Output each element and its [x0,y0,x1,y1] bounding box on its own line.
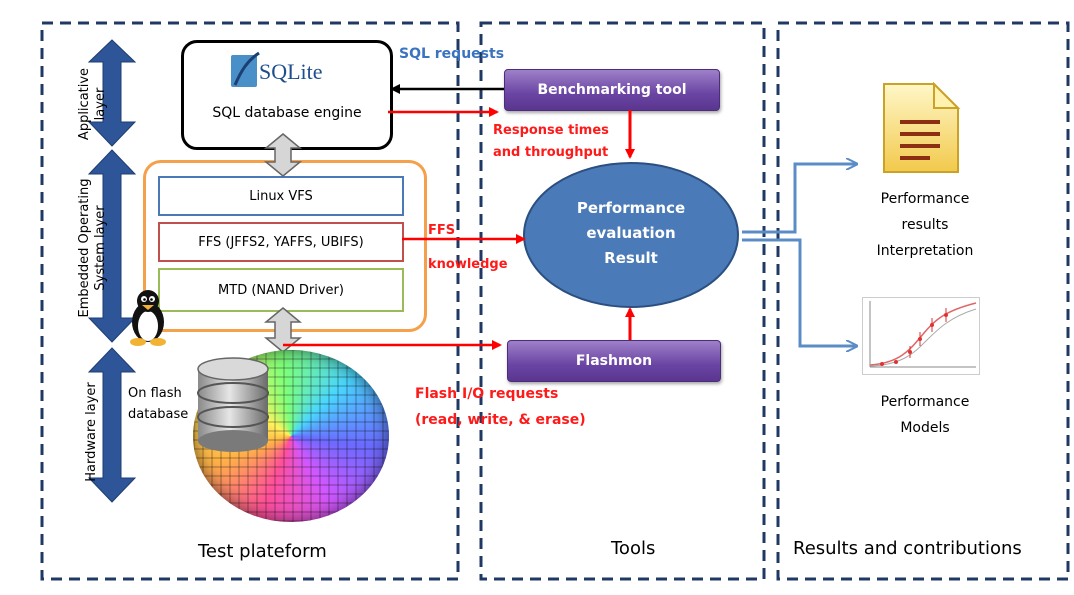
applicative-layer-arrow [87,39,137,147]
hardware-layer-arrow [87,347,137,503]
interpretation-line-3: Interpretation [876,243,974,259]
results-title: Results and contributions [793,538,1022,559]
sqlite-logo-text: SQLite [259,59,323,84]
ffs-knowledge-label: FFS knowledge [428,214,508,282]
flash-io-line-1: Flash I/O requests [415,386,559,402]
evaluation-label-line-1: Performance [576,199,686,217]
sqlite-os-connector [263,133,303,177]
test-platform-title: Test plateform [198,541,327,562]
frame-results [776,21,1070,581]
document-icon [883,81,961,173]
response-label: Response times and throughput [493,120,609,164]
ffs-box: FFS (JFFS2, YAFFS, UBIFS) [158,222,404,262]
to-interpretation-arrow [742,164,856,234]
evaluation-label: Performance evaluation Result [540,196,722,271]
os-layer-arrow [87,149,137,343]
evaluation-label-line-2: evaluation [586,224,676,242]
models-label: Performance Models [852,389,998,441]
sqlite-logo: SQLite [229,51,349,91]
flash-db-label-2: database [128,407,189,422]
tools-title: Tools [611,538,656,559]
response-label-line-1: Response times [493,123,609,138]
flash-io-label: Flash I/O requests (read, write, & erase… [415,381,586,433]
feather-icon [231,51,260,87]
mtd-box: MTD (NAND Driver) [158,268,404,312]
linux-vfs-box: Linux VFS [158,176,404,216]
interpretation-label: Performance results Interpretation [852,186,998,264]
performance-model-plot-image [862,297,980,375]
flash-db-label-1: On flash [128,386,182,401]
benchmarking-tool-box: Benchmarking tool [504,69,720,111]
interpretation-line-1: Performance [880,191,970,207]
evaluation-label-line-3: Result [604,249,658,267]
interpretation-line-2: results [901,217,949,233]
flashmon-box: Flashmon [507,340,721,382]
to-models-arrow [742,238,856,346]
frame-test-platform [40,21,460,581]
flash-io-line-2: (read, write, & erase) [415,412,586,428]
frame-tools [479,21,766,581]
ffs-knowledge-line-2: knowledge [428,257,508,272]
sql-requests-label: SQL requests [399,46,505,62]
models-line-2: Models [900,420,950,436]
response-label-line-2: and throughput [493,145,609,160]
models-line-1: Performance [880,394,970,410]
linux-penguin-icon [130,290,166,346]
sql-engine-label: SQL database engine [212,105,362,121]
database-icon [197,357,269,452]
ffs-knowledge-line-1: FFS [428,223,456,238]
